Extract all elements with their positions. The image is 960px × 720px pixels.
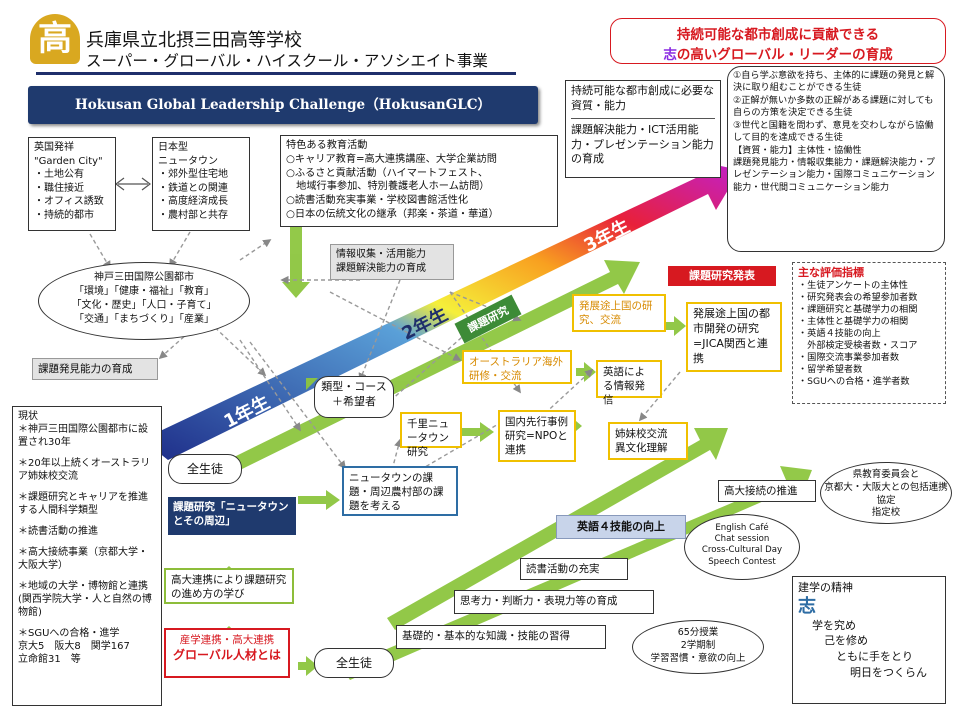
qualities-title: 持続可能な都市創成に必要な資質・能力 [571,84,715,119]
domestic-case-box: 国内先行事例研究=NPOと連携 [498,410,576,462]
japan-newtown-box: 日本型 ニュータウン ・郊外型住宅地 ・鉄道との関連 ・高度経済成長 ・農村部と… [152,137,250,231]
school-name: 兵庫県立北摂三田高等学校 [86,30,302,51]
english-events-ellipse: English Café Chat session Cross-Cultural… [684,514,800,580]
current-title: 現状 [18,411,38,422]
lessons-ellipse: 65分授業 2学期制 学習習慣・意欲の向上 [632,620,764,674]
growth-arrow [158,160,740,460]
green-arrow-4-head [282,282,310,298]
evaluation-item: 外部検定受検者数・スコア [798,340,918,352]
current-item: ＊課題研究とキャリアを推進する人間科学類型 [18,492,148,516]
evaluation-item: ・生徒アンケートの主体性 [798,280,908,292]
current-item: ＊神戸三田国際公園都市に設置され30年 [18,424,148,448]
activities-body: ○キャリア教育=高大連携講座、大学企業訪問 ○ふるさと貢献活動（ハイマートフェス… [286,153,499,220]
goals-box: ①自ら学ぶ意欲を持ち、主体的に課題の発見と解決に取り組むことができる生徒 ②正解… [727,66,945,252]
evaluation-item: ・課題研究と基礎学力の相関 [798,304,918,316]
global-talent-box: 産学連携・高大連携 グローバル人材とは [164,628,290,678]
research-main-box: 課題研究「ニュータウンとその周辺」 [168,497,296,535]
evaluation-item: ・主体性と基礎学力の相関 [798,316,909,328]
evaluation-item: ・国際交流事業参加者数 [798,352,900,364]
program-banner-text: Hokusan Global Leadership Challenge（Hoku… [75,97,491,113]
qualities-body: 課題解決能力・ICT活用能力・プレゼンテーション能力の育成 [571,122,714,166]
spirit-title: 建学の精神 [798,581,853,594]
evaluation-title: 主な評価指標 [798,266,864,279]
thinking-box: 思考力・判断力・表現力等の育成 [454,590,654,614]
program-banner: Hokusan Global Leadership Challenge（Hoku… [28,86,538,124]
developing-box: 発展途上国の研究、交流 [572,294,666,332]
h-arrow-4 [576,362,596,382]
reading-box: 読書活動の充実 [520,558,628,580]
spirit-box: 建学の精神 志 学を究め 己を修め ともに手をとり 明日をつくらん [792,576,946,704]
current-item: ＊20年以上続くオーストラリア姉妹校交流 [18,458,151,482]
global-talent-line1: 産学連携・高大連携 [179,634,275,646]
evaluation-box: 主な評価指標 ・生徒アンケートの主体性 ・研究発表会の希望参加者数 ・課題研究と… [792,262,946,404]
all-students-top: 全生徒 [168,454,242,484]
australia-training-box: オーストラリア海外研修・交流 [462,350,572,384]
evaluation-item: ・研究発表会の希望参加者数 [798,292,918,304]
h-arrow-5 [666,316,686,336]
mission-line2: 志の高いグローバル・リーダーの育成 [611,43,945,63]
current-status-box: 現状 ＊神戸三田国際公園都市に設置され30年 ＊20年以上続くオーストラリア姉妹… [12,406,162,706]
h-arrow-7 [306,378,318,390]
school-logo [30,14,80,64]
global-talent-line2: グローバル人材とは [173,648,281,663]
english-origin-box: 英国発祥 "Garden City" ・土地公有 ・職住接近 ・オフィス誘致 ・… [28,137,116,231]
course-box: 類型・コース ＋希望者 [314,376,394,418]
h-arrow-3 [462,422,494,442]
mission-box: 持続可能な都市創成に貢献できる 志の高いグローバル・リーダーの育成 [610,18,946,64]
hs-univ-promo-box: 高大接続の推進 [718,480,816,502]
english4-box: 英語４技能の向上 [556,515,686,539]
issue-discovery-box: 課題発見能力の育成 [32,358,158,380]
presentation-box: 課題研究発表 [668,266,776,286]
kobe-city-ellipse: 神戸三田国際公園都市 「環境」「健康・福祉」「教育」 「文化・歴史」「人口・子育… [38,262,250,340]
univ-method-box: 高大連携により課題研究の進め方の学び [164,568,294,604]
double-arrow [115,177,151,191]
evaluation-item: ・SGUへの合格・進学者数 [798,375,910,387]
qualities-box: 持続可能な都市創成に必要な資質・能力 課題解決能力・ICT活用能力・プレゼンテー… [565,80,721,178]
activities-title: 特色ある教育活動 [286,140,368,151]
jica-box: 発展途上国の都市開発の研究=JICA関西と連携 [686,302,782,372]
current-item: ＊読書活動の推進 [18,526,98,537]
h-arrow-2 [298,656,318,676]
basics-box: 基礎的・基本的な知識・技能の習得 [396,625,606,649]
mission-line1: 持続可能な都市創成に貢献できる [676,27,880,43]
newtown-issue-box: ニュータウンの課題・周辺農村部の課題を考える [342,466,458,516]
info-ability-box: 情報収集・活用能力 課題解決能力の育成 [330,244,454,280]
activities-box: 特色ある教育活動 ○キャリア教育=高大連携講座、大学企業訪問 ○ふるさと貢献活動… [280,135,558,227]
evaluation-item: ・留学希望者数 [798,363,863,375]
senri-box: 千里ニュータウン研究 [400,412,462,458]
edu-board-ellipse: 県教育委員会と 京都大・大阪大との包括連携協定 指定校 [820,462,952,524]
spirit-accent: 志 [798,595,816,617]
mission-accent: 志 [663,47,677,63]
spirit-line: 学を究め [812,618,856,632]
all-students-bottom: 全生徒 [314,648,394,678]
h-arrow-1 [298,490,340,510]
mission-line2-rest: の高いグローバル・リーダーの育成 [676,47,893,63]
english-info-box: 英語による情報発信 [596,360,662,406]
school-logo-char: 高 [38,19,72,59]
project-name: スーパー・グローバル・ハイスクール・アソシエイト事業 [86,52,488,70]
current-item: ＊高大接続事業（京都大学・大阪大学） [18,547,148,571]
spirit-line: ともに手をとり [836,650,913,664]
evaluation-item: ・英語４技能の向上 [798,328,881,340]
spirit-line: 明日をつくらん [850,666,927,680]
sister-school-box: 姉妹校交流 異文化理解 [608,422,688,460]
current-item: ＊地域の大学・博物館と連携(関西学院大学・人と自然の博物館) [18,581,152,618]
header-underline [36,72,516,75]
current-item: ＊SGUへの合格・進学 京大5 阪大8 関学167 立命館31 等 [18,628,130,665]
spirit-line: 己を修め [824,634,868,648]
